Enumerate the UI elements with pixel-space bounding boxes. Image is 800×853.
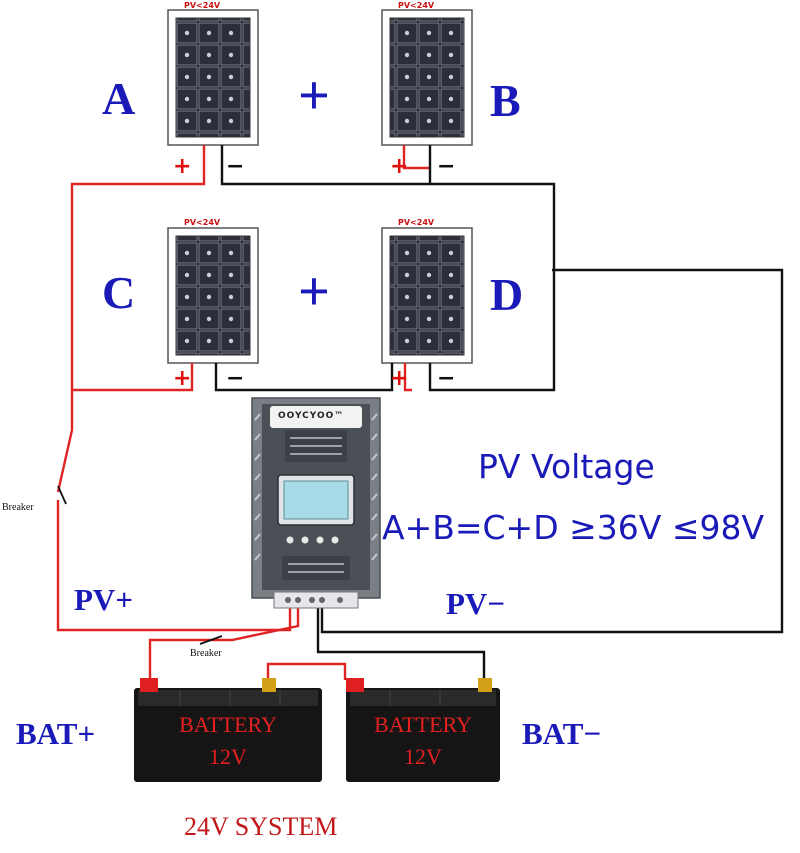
charge-controller [251,397,381,609]
pv-minus-label: PV− [446,586,505,621]
battery-left [134,678,322,782]
series-plus-ab: + [298,65,330,127]
breaker-switch-pv [57,485,67,505]
panel-b-label: B [490,75,521,126]
panel-a-rating: PV<24V [184,1,221,10]
solar-panel-a [167,9,259,146]
solar-panel-b [381,9,473,146]
panel-b-rating: PV<24V [398,1,435,10]
battery-right [346,678,500,782]
panel-b-positive-terminal: + [390,154,409,179]
panel-d-label: D [490,269,524,320]
panel-c-negative-terminal: − [226,366,245,391]
breaker-switch-bat [199,635,223,645]
panel-a-positive-terminal: + [173,154,192,179]
positive-wires [56,145,430,680]
battery-right-type: BATTERY [374,712,472,737]
series-plus-cd: + [298,261,330,323]
breaker-label-pv: Breaker [2,502,34,513]
solar-panel-c [167,227,259,364]
panel-d-rating: PV<24V [398,218,435,227]
battery-left-voltage: 12V [209,744,247,769]
panel-c-rating: PV<24V [184,218,221,227]
bat-plus-label: BAT+ [16,716,96,751]
panel-c-positive-terminal: + [173,366,192,391]
negative-wires [214,145,784,680]
pv-voltage-title: PV Voltage [478,447,655,486]
panel-b-negative-terminal: − [437,154,456,179]
bat-minus-label: BAT− [522,716,602,751]
breaker-label-bat: Breaker [190,648,222,659]
panel-d-positive-terminal: + [390,366,409,391]
panel-a-negative-terminal: − [226,154,245,179]
panel-c-label: C [102,267,136,318]
controller-brand: OOYCYOO™ [278,411,345,421]
solar-panel-d [381,227,473,364]
pv-plus-label: PV+ [74,582,133,617]
system-label: 24V SYSTEM [184,812,338,841]
pv-voltage-formula: A+B=C+D ≥36V ≤98V [382,508,765,547]
panel-a-label: A [102,73,136,124]
battery-right-voltage: 12V [404,744,442,769]
battery-left-type: BATTERY [179,712,277,737]
panel-d-negative-terminal: − [437,366,456,391]
